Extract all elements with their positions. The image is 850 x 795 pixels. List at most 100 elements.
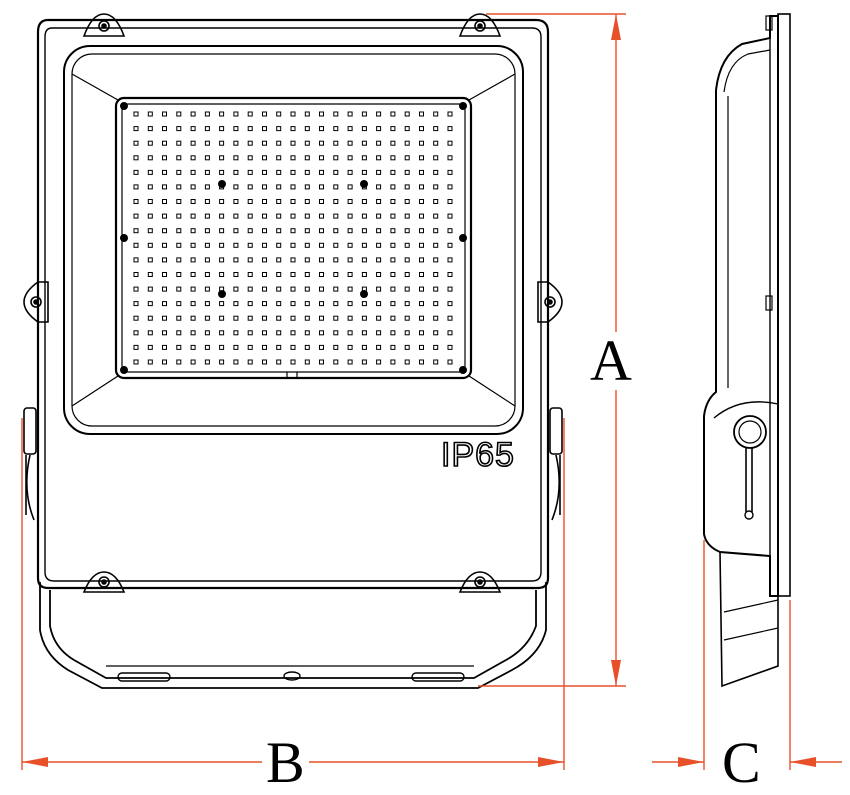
led-chip bbox=[447, 257, 453, 263]
led-chip bbox=[390, 213, 396, 219]
led-chip bbox=[247, 344, 253, 350]
led-chip bbox=[276, 344, 282, 350]
led-chip bbox=[404, 301, 410, 307]
led-chip bbox=[404, 344, 410, 350]
led-chip bbox=[390, 315, 396, 321]
led-chip bbox=[162, 242, 167, 248]
led-chip bbox=[319, 359, 324, 365]
led-chip bbox=[133, 286, 139, 292]
led-chip bbox=[447, 169, 453, 175]
led-chip bbox=[304, 155, 310, 161]
led-chip bbox=[133, 140, 139, 146]
led-chip bbox=[133, 301, 139, 307]
led-chip bbox=[419, 242, 424, 248]
led-chip bbox=[347, 140, 353, 146]
led-chip bbox=[276, 169, 282, 175]
led-chip bbox=[276, 359, 282, 365]
led-chip bbox=[247, 228, 253, 234]
led-chip bbox=[262, 169, 267, 175]
led-chip bbox=[447, 111, 453, 117]
led-chip bbox=[219, 199, 225, 204]
led-chip bbox=[361, 228, 367, 234]
led-chip bbox=[204, 344, 210, 350]
led-chip bbox=[433, 213, 439, 219]
led-chip bbox=[276, 111, 282, 117]
led-chip bbox=[176, 140, 182, 146]
led-chip bbox=[204, 140, 210, 146]
led-chip bbox=[333, 228, 339, 234]
led-chip bbox=[276, 213, 282, 219]
led-chip bbox=[190, 228, 196, 234]
led-chip bbox=[219, 257, 225, 263]
led-chip bbox=[133, 330, 139, 336]
led-chip bbox=[162, 155, 167, 161]
led-chip bbox=[347, 228, 353, 234]
front-view bbox=[23, 13, 563, 689]
led-chip bbox=[233, 184, 239, 190]
reflector-frame bbox=[63, 45, 524, 435]
led-chip bbox=[447, 242, 453, 248]
led-chip bbox=[447, 301, 453, 307]
led-chip bbox=[433, 169, 439, 175]
led-chip bbox=[276, 199, 282, 204]
led-chip bbox=[262, 242, 267, 248]
led-chip bbox=[176, 213, 182, 219]
led-chip bbox=[447, 344, 453, 350]
led-chip bbox=[133, 228, 139, 234]
led-chip bbox=[333, 315, 339, 321]
led-chip bbox=[247, 199, 253, 204]
mounting-bracket bbox=[23, 407, 563, 521]
led-chip bbox=[304, 111, 310, 117]
led-chip bbox=[219, 140, 225, 146]
led-chip bbox=[176, 199, 182, 204]
led-chip bbox=[390, 228, 396, 234]
led-chip bbox=[290, 126, 296, 132]
led-chip bbox=[247, 242, 253, 248]
led-chip bbox=[347, 286, 353, 292]
led-chip bbox=[262, 184, 267, 190]
led-chip bbox=[419, 111, 424, 117]
led-chip bbox=[233, 286, 239, 292]
pivot-knob bbox=[733, 415, 767, 449]
led-chip bbox=[162, 199, 167, 204]
led-chip bbox=[147, 169, 153, 175]
led-chip bbox=[133, 169, 139, 175]
led-chip bbox=[290, 242, 296, 248]
led-chip bbox=[247, 301, 253, 307]
led-chip bbox=[433, 111, 439, 117]
led-chip bbox=[433, 315, 439, 321]
led-chip bbox=[233, 272, 239, 277]
led-chip bbox=[304, 242, 310, 248]
led-chip bbox=[290, 228, 296, 234]
led-chip bbox=[176, 301, 182, 307]
led-chip bbox=[176, 315, 182, 321]
led-chip bbox=[219, 242, 225, 248]
led-chip bbox=[404, 330, 410, 336]
led-chip bbox=[447, 126, 453, 132]
led-chip bbox=[204, 272, 210, 277]
led-chip bbox=[404, 228, 410, 234]
led-chip bbox=[433, 242, 439, 248]
led-chip bbox=[433, 228, 439, 234]
led-chip bbox=[361, 199, 367, 204]
led-chip bbox=[247, 111, 253, 117]
led-chip bbox=[262, 126, 267, 132]
led-chip bbox=[304, 199, 310, 204]
led-chip bbox=[304, 126, 310, 132]
led-chip bbox=[376, 111, 382, 117]
led-chip bbox=[247, 213, 253, 219]
led-chip bbox=[333, 272, 339, 277]
led-chip bbox=[304, 140, 310, 146]
led-chip bbox=[304, 344, 310, 350]
led-chip bbox=[162, 272, 167, 277]
side-profile bbox=[703, 15, 779, 597]
led-chip bbox=[162, 315, 167, 321]
led-chip bbox=[390, 111, 396, 117]
led-chip bbox=[147, 344, 153, 350]
led-chip bbox=[204, 315, 210, 321]
led-chip bbox=[333, 155, 339, 161]
led-chip bbox=[447, 140, 453, 146]
led-chip bbox=[176, 272, 182, 277]
led-chip bbox=[204, 184, 210, 190]
led-chip bbox=[447, 228, 453, 234]
